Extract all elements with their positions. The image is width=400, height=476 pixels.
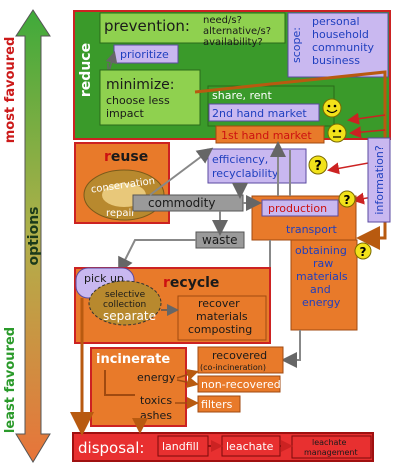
- obtaining-box: [290, 239, 358, 331]
- separate-oval: [88, 280, 162, 326]
- production-inner: [261, 199, 339, 217]
- toxics-label: toxics: [140, 394, 172, 407]
- landfill-label: landfill: [162, 440, 199, 453]
- filters-label: filters: [201, 398, 233, 411]
- question-3: availability?: [203, 37, 263, 48]
- minimize-label: minimize:: [106, 77, 175, 93]
- leachate-mgmt-2: management: [304, 448, 358, 457]
- question-1: need/s?: [203, 15, 242, 26]
- waste-label: waste: [202, 233, 238, 247]
- scope-item-2: household: [312, 28, 369, 41]
- transport-label: transport: [286, 223, 338, 236]
- minimize-desc-2: impact: [106, 107, 145, 120]
- leachate-mgmt-1: leachate: [312, 438, 347, 447]
- incinerate-block: incinerate energy toxics ashes recovered…: [90, 346, 284, 427]
- ashes-label: ashes: [140, 409, 172, 422]
- coincineration-label: (co-incineration): [200, 363, 266, 372]
- information-box: [367, 137, 391, 223]
- recycle-items-box: [177, 295, 267, 341]
- feedback-arrows: information?: [194, 70, 391, 250]
- selective-1: selective: [105, 290, 146, 300]
- efficiency-label-2: recyclability: [212, 167, 279, 180]
- svg-text:?: ?: [314, 159, 322, 174]
- scope-item-3: community: [312, 41, 375, 54]
- obtaining-5: energy: [302, 296, 341, 309]
- obtaining-2: raw: [313, 257, 333, 270]
- incinerate-frame: [90, 347, 187, 427]
- information-label: information?: [373, 145, 386, 214]
- market-block: share, rent 2nd hand market 1st hand mar…: [207, 85, 347, 184]
- prevention-label: prevention:: [104, 17, 190, 35]
- neutral-face-icon: [327, 123, 347, 143]
- question-face-icon-3: ?: [354, 242, 372, 260]
- least-favoured-label: least favoured: [3, 327, 18, 433]
- reuse-title: reuse: [104, 149, 148, 165]
- smiley-icon: [322, 98, 342, 118]
- disposal-block: disposal: landfill leachate leachate man…: [70, 298, 374, 462]
- share-rent-label: share, rent: [212, 89, 273, 102]
- recycle-title: recycle: [163, 275, 219, 291]
- scope-item-1: personal: [312, 15, 360, 28]
- second-hand-box: [208, 103, 320, 122]
- reduce-title: reduce: [78, 43, 94, 97]
- scope-item-4: business: [312, 54, 360, 67]
- recovered-box: [197, 346, 284, 374]
- selective-2: collection: [103, 300, 146, 310]
- separate-label: separate: [103, 309, 156, 323]
- incinerate-title: incinerate: [96, 352, 170, 367]
- obtaining-4: and: [310, 283, 331, 296]
- repair-label: repair: [106, 208, 136, 219]
- question-face-icon-2: ?: [338, 190, 356, 208]
- svg-text:?: ?: [344, 193, 351, 207]
- question-2: alternative/s?: [203, 26, 271, 37]
- disposal-title: disposal:: [78, 439, 144, 457]
- svg-text:?: ?: [360, 245, 367, 259]
- scope-label: scope:: [290, 27, 303, 63]
- recycle-item-1: recover: [198, 297, 240, 310]
- options-label: options: [26, 206, 42, 265]
- flow-block: commodity waste production transport ? o…: [118, 141, 372, 368]
- non-recovered-label: non-recovered: [201, 378, 281, 391]
- efficiency-label-1: efficiency,: [212, 153, 268, 166]
- recycle-block: pick up selective collection separate re…: [74, 267, 271, 344]
- reduce-block: reduce prevention: need/s? alternative/s…: [73, 10, 391, 140]
- first-hand-label: 1st hand market: [221, 129, 312, 142]
- leachate-label: leachate: [226, 440, 274, 453]
- recycle-item-3: composting: [188, 323, 252, 336]
- second-hand-label: 2nd hand market: [212, 107, 307, 120]
- energy-label: energy: [137, 371, 176, 384]
- production-label: production: [268, 202, 327, 215]
- options-axis: options most favoured least favoured: [3, 9, 51, 463]
- minimize-desc-1: choose less: [106, 94, 170, 107]
- obtaining-1: obtaining: [295, 244, 347, 257]
- minimize-box: [99, 69, 201, 126]
- commodity-label: commodity: [148, 196, 215, 210]
- recovered-label: recovered: [212, 349, 267, 362]
- prevention-box: [99, 12, 286, 44]
- obtaining-3: materials: [296, 270, 348, 283]
- prioritize-label: prioritize: [120, 48, 169, 61]
- question-face-icon: ?: [308, 155, 328, 175]
- recycle-item-2: materials: [196, 310, 248, 323]
- scope-box: [287, 12, 389, 78]
- most-favoured-label: most favoured: [3, 37, 18, 144]
